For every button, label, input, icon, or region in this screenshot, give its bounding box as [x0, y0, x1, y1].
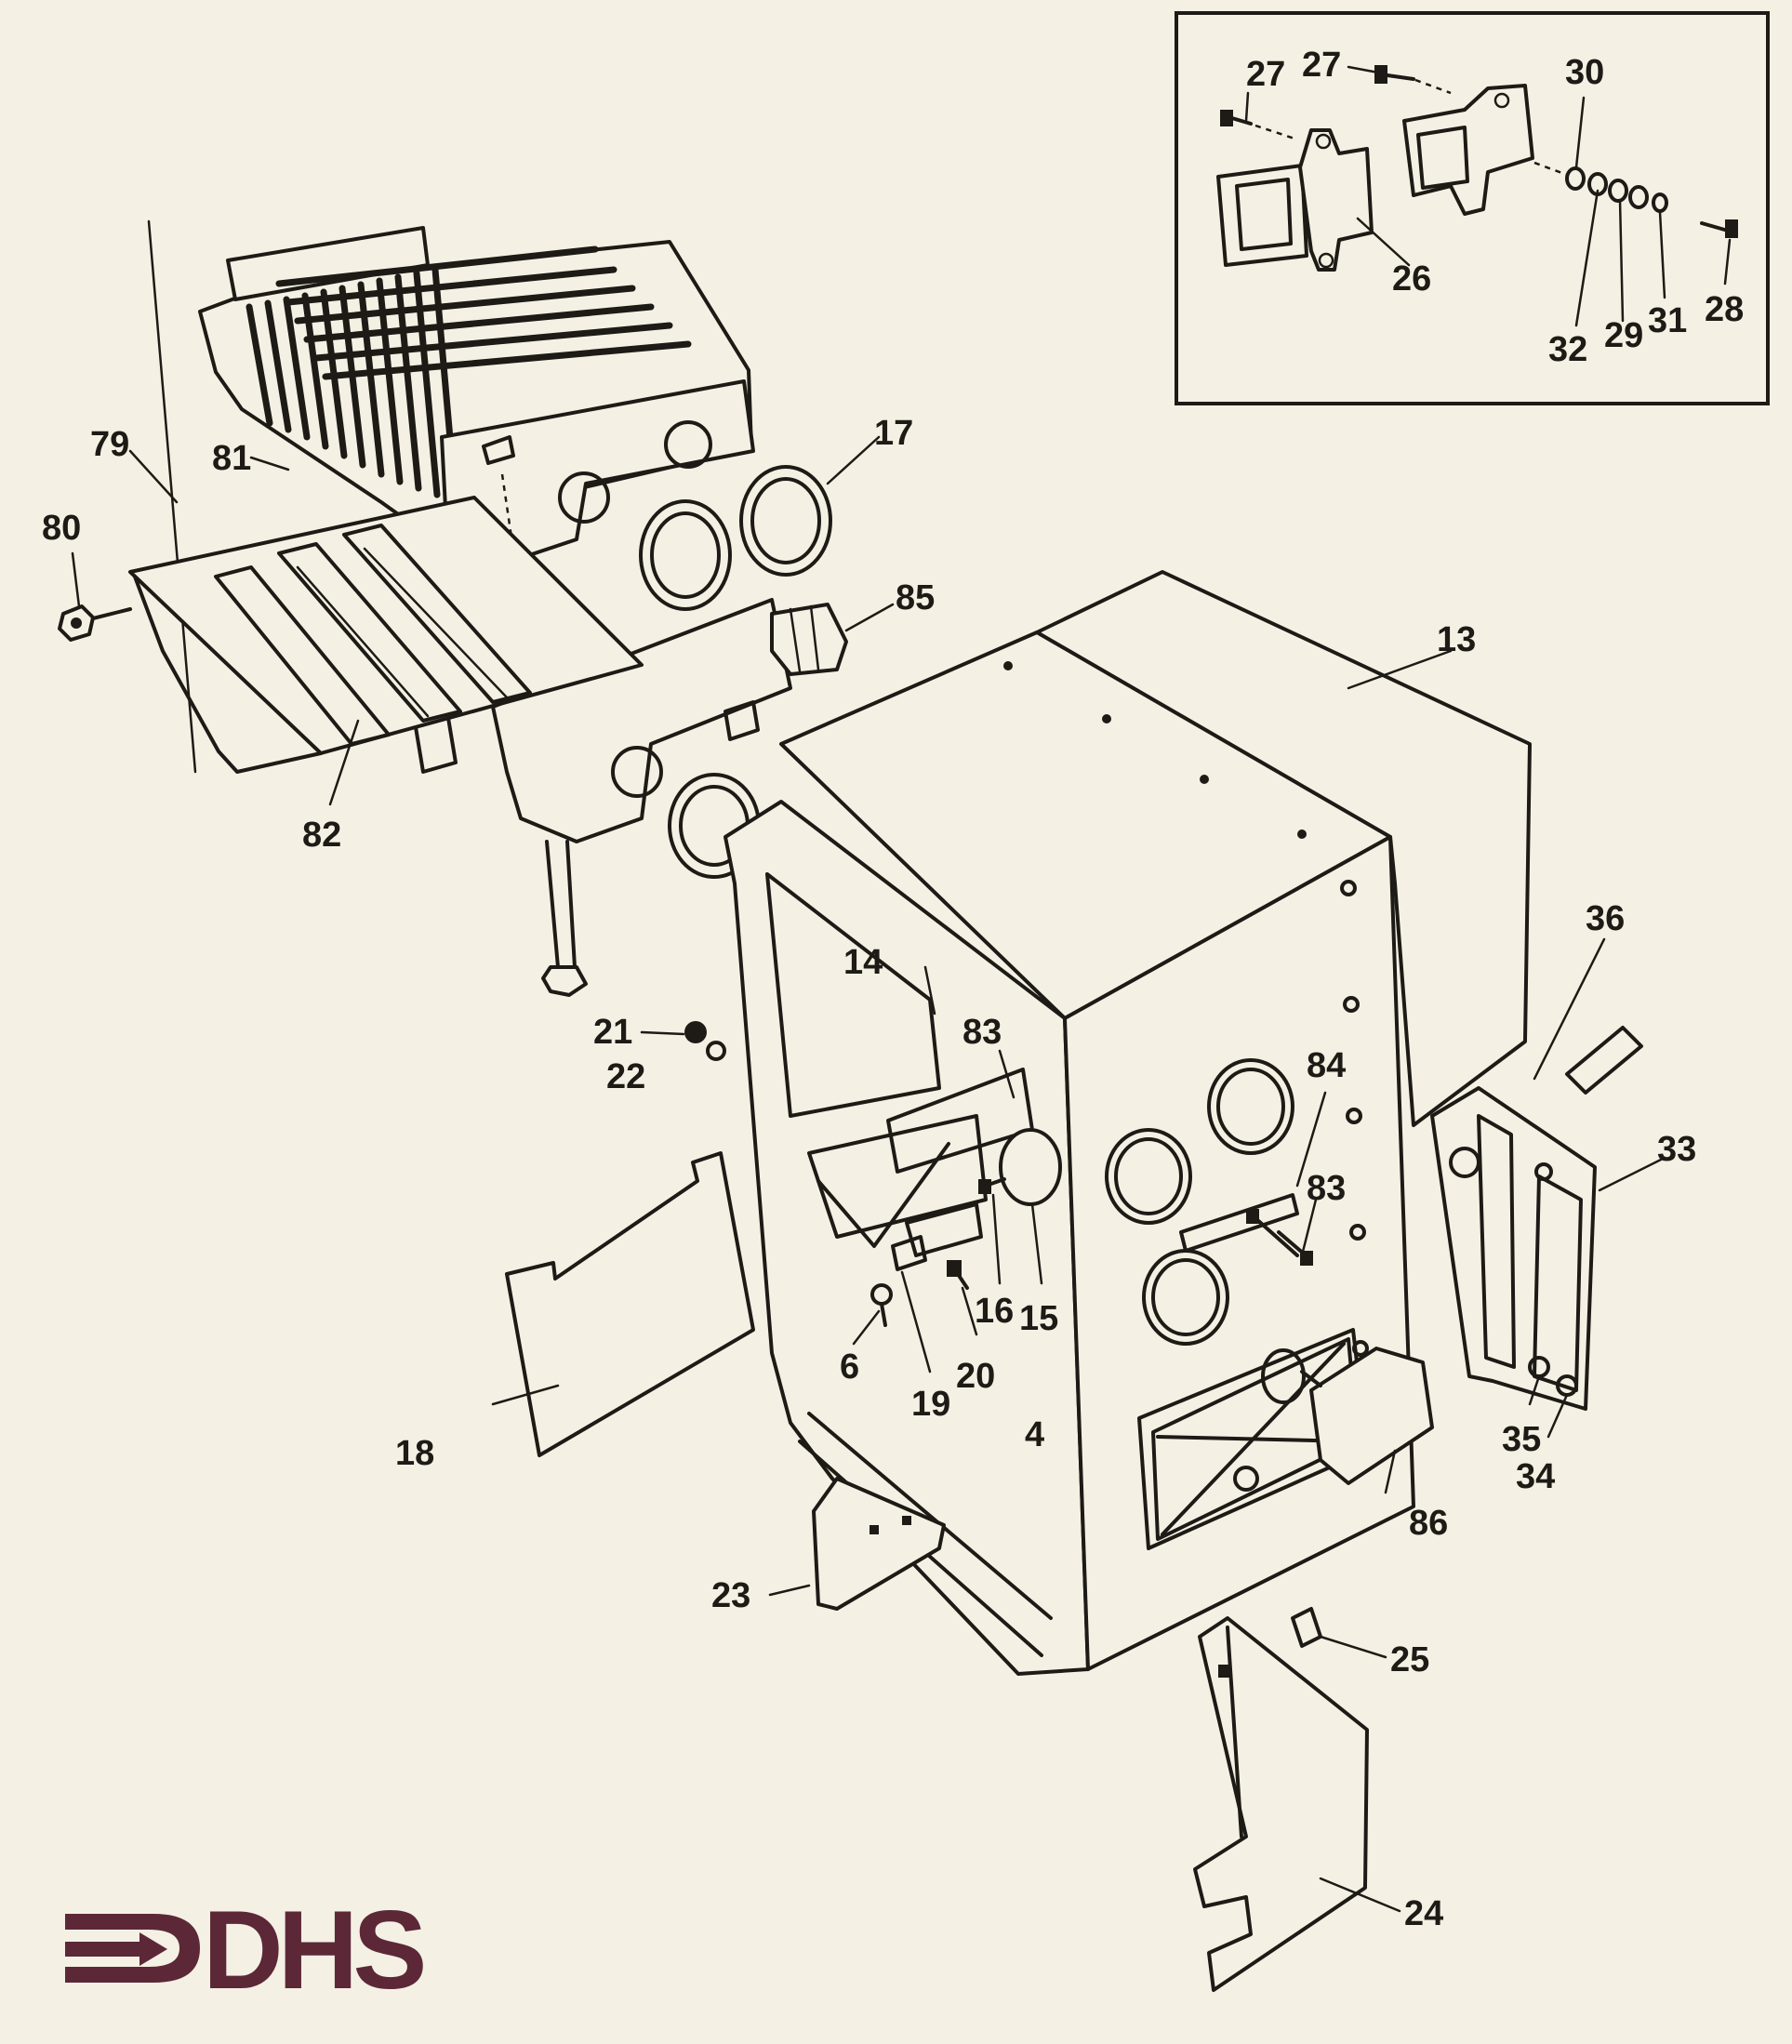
callout-16: 16 — [975, 1292, 1014, 1331]
inset-detail — [1175, 11, 1770, 405]
callout-33: 33 — [1657, 1130, 1696, 1169]
part-23-bracket — [812, 1477, 946, 1611]
part-14-side-frame — [723, 800, 1090, 1676]
inset-leaders — [1244, 65, 1732, 327]
callout-24: 24 — [1404, 1894, 1443, 1933]
callout-36: 36 — [1586, 899, 1625, 938]
callout-20: 20 — [956, 1357, 995, 1396]
callout-23: 23 — [711, 1576, 750, 1615]
logo-text: DHS — [203, 1888, 423, 2012]
part-18-cover — [505, 1151, 755, 1457]
callout-29: 29 — [1604, 316, 1643, 355]
part-21-22-nut — [684, 1021, 726, 1061]
callout-31: 31 — [1648, 301, 1687, 340]
heat-exchanger-fins — [246, 246, 692, 506]
part-25-clip — [1291, 1607, 1322, 1648]
callout-83-left: 83 — [962, 1013, 1002, 1052]
callout-26: 26 — [1392, 259, 1431, 299]
callout-22: 22 — [606, 1057, 645, 1096]
callout-79: 79 — [90, 425, 129, 464]
part-83-screws — [1246, 1209, 1313, 1266]
main-callouts: 79 81 17 80 85 13 82 36 14 83 21 22 84 3… — [42, 414, 1696, 1933]
callout-18: 18 — [395, 1434, 434, 1473]
callout-14: 14 — [843, 943, 883, 982]
heat-exchanger — [147, 219, 755, 791]
inset-screw-28 — [1700, 219, 1738, 238]
callout-81: 81 — [212, 439, 251, 478]
long-bolt — [541, 840, 588, 997]
part-6-clip — [870, 1283, 893, 1327]
inset-screw-27-left — [1220, 110, 1298, 141]
callout-27-left: 27 — [1246, 55, 1285, 94]
part-82-burner — [91, 496, 644, 774]
callout-32: 32 — [1548, 330, 1587, 369]
inset-part-26-left — [1216, 128, 1374, 272]
callout-27-right: 27 — [1302, 46, 1341, 85]
callout-34: 34 — [1516, 1457, 1555, 1496]
callout-25: 25 — [1390, 1640, 1429, 1679]
part-24-bracket — [1193, 1616, 1369, 1992]
part-16-screw — [978, 1177, 1006, 1194]
callout-83-right: 83 — [1307, 1169, 1346, 1208]
part-86-gas-valve — [1261, 1347, 1434, 1485]
inset-callouts: 27 27 30 26 32 29 31 28 — [1246, 46, 1744, 369]
part-20-screw — [947, 1260, 969, 1290]
main-leaders — [71, 435, 1666, 1913]
callout-19: 19 — [911, 1385, 950, 1424]
callout-13: 13 — [1437, 620, 1476, 659]
callout-80: 80 — [42, 509, 81, 548]
callout-82: 82 — [302, 816, 341, 855]
callout-17: 17 — [874, 414, 913, 453]
callout-6: 6 — [840, 1347, 859, 1387]
callout-86: 86 — [1409, 1504, 1448, 1543]
logo-arrow-icon — [65, 1914, 200, 1983]
part-33-board — [1430, 1086, 1597, 1411]
inset-part-26-right — [1402, 84, 1534, 216]
part-19-bracket — [891, 1235, 927, 1271]
callout-35: 35 — [1502, 1420, 1541, 1459]
callout-30: 30 — [1565, 53, 1604, 92]
part-85-nut — [770, 603, 848, 676]
inset-washers — [1533, 161, 1668, 213]
callout-84: 84 — [1307, 1046, 1346, 1085]
callout-15: 15 — [1019, 1299, 1058, 1338]
callout-4: 4 — [1025, 1415, 1044, 1454]
callout-28: 28 — [1705, 290, 1744, 329]
part-15-diaphragm — [999, 1128, 1062, 1206]
callout-21: 21 — [593, 1013, 632, 1052]
dhs-logo: DHS — [65, 1888, 429, 2012]
inset-screw-27-right — [1374, 65, 1452, 95]
part-80-screw — [58, 604, 95, 642]
part-36-fuse — [1565, 1026, 1643, 1095]
callout-85: 85 — [896, 578, 935, 617]
